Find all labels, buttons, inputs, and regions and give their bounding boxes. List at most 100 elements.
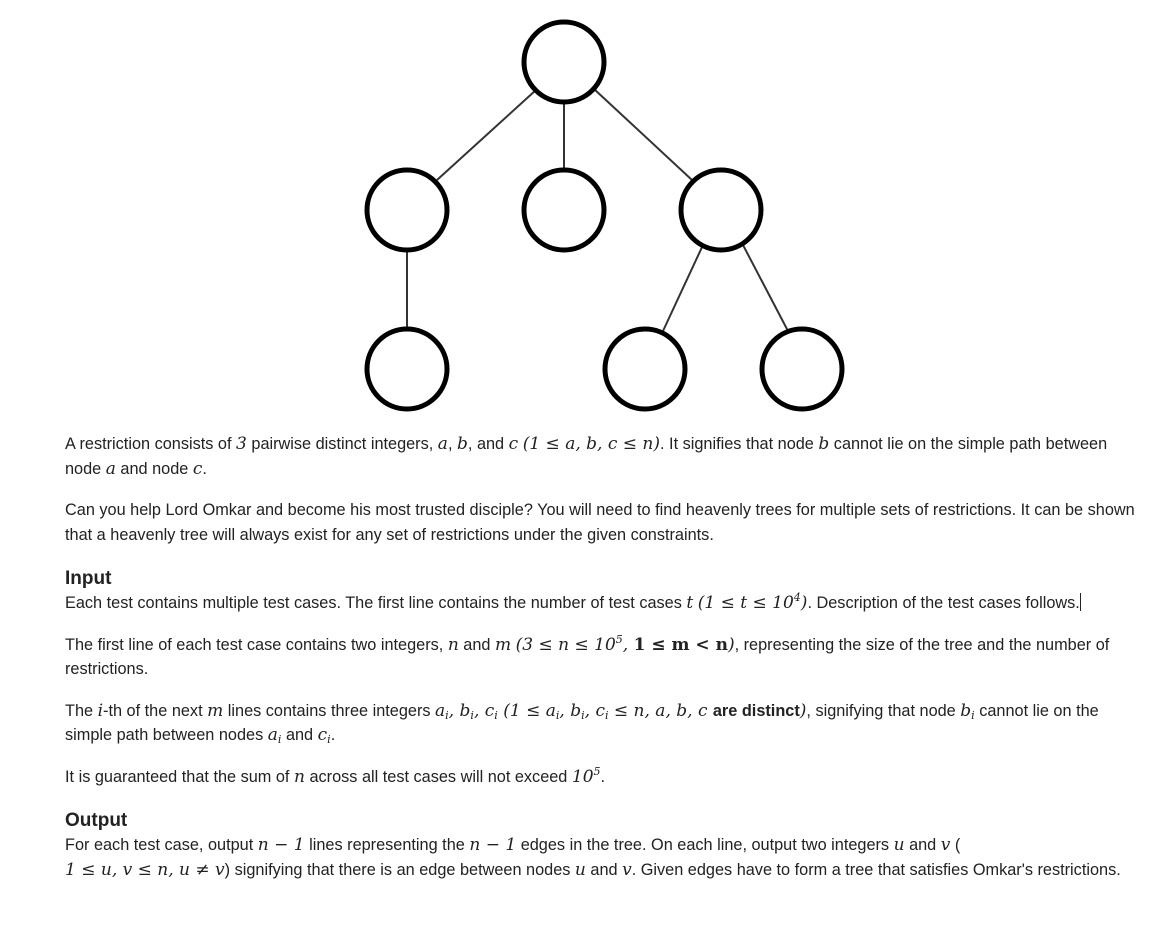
text: pairwise distinct integers, [246,435,438,453]
text-cursor [1079,593,1081,611]
math: n − 1 [469,835,517,855]
text: . Given edges have to form a tree that s… [631,860,1121,879]
text: , and [467,435,509,453]
math: u [893,835,905,855]
math: t [686,593,694,613]
math-bold: 1 ≤ m < n [633,634,728,655]
text: , signifying that node [806,701,961,720]
subscript: i [604,708,609,722]
superscript: 4 [793,591,801,604]
input-paragraph-4: It is guaranteed that the sum of n acros… [65,765,1140,790]
math: (3 ≤ n ≤ 105, [515,632,634,655]
text: cannot lie on the simple path between no… [65,435,1108,478]
math: c [508,434,519,454]
text: cannot lie on the simple path between no… [65,701,1099,745]
math-part: a [545,700,556,721]
subscript: i [555,708,560,722]
tree-node [678,167,764,253]
math-part: ≤ n, a, b, c [608,700,713,721]
subscript: i [494,708,498,722]
math: a [105,458,116,479]
math: m [494,634,512,655]
math: m [207,700,224,721]
help-paragraph: Can you help Lord Omkar and become his m… [65,501,1135,544]
text: . Description of the test cases follows. [807,594,1080,612]
math: ai, bi, ci (1 ≤ ai, bi, ci ≤ n, a, b, c [435,700,713,722]
text: For each test case, output [65,836,258,854]
text: lines representing the [304,836,470,854]
text: The first line of each test case contain… [65,635,448,654]
math-part: (1 ≤ [503,700,546,721]
math-part: , [622,634,634,655]
math: 3 [236,434,247,454]
text: , representing the size of the tree and … [65,635,1110,679]
text: The [65,701,98,720]
tree-edge [593,88,693,181]
text: across all test cases will not exceed [304,767,572,786]
math: n − 1 [257,835,305,855]
text: and node [115,459,193,478]
text: A restriction consists of [65,435,237,453]
tree-node [759,326,845,412]
math-part: a [267,725,278,745]
restriction-paragraph: A restriction consists of 3 pairwise dis… [65,432,1140,481]
tree-node [521,19,607,105]
input-section-title: Input [65,568,112,589]
math-part: c [317,725,328,745]
tree-node [521,167,607,253]
math: (1 ≤ t ≤ 104) [697,591,808,613]
problem-statement: A restriction consists of 3 pairwise dis… [65,432,1140,899]
subscript: i [581,708,585,722]
math: bi [960,701,974,721]
bold-text: are distinct [712,701,800,720]
input-paragraph-2: The first line of each test case contain… [65,633,1140,682]
text: and [585,860,623,879]
math: n [293,766,305,787]
math-part: (1 ≤ t ≤ 10 [697,593,794,613]
tree-node [364,326,450,412]
math: 1 ≤ u, v ≤ n, u ≠ v [65,859,225,880]
math: v [622,859,632,880]
math-part: ) [800,593,808,613]
math-part: b [459,700,471,721]
text: . [202,459,207,478]
text: -th of the next [103,701,208,720]
subscript: i [277,733,282,746]
math: a [437,434,448,454]
text: lines contains three integers [223,701,436,720]
math: ) [727,634,735,655]
subscript: i [445,708,449,722]
math-part: 10 [571,766,594,787]
input-paragraph-1: Each test contains multiple test cases. … [65,591,1140,616]
math: v [940,835,951,855]
superscript: 5 [615,632,623,646]
math-part: b [960,700,972,721]
math: n [447,634,459,655]
text: It is guaranteed that the sum of [65,767,294,786]
tree-diagram [364,19,845,412]
output-paragraph-1: For each test case, output n − 1 lines r… [65,833,1140,882]
tree-edge [662,244,704,332]
math: b [457,434,468,454]
math: ci [318,725,331,745]
math: b [818,434,830,454]
tree-edge [742,244,789,332]
math: u [574,859,586,880]
math: i [97,700,104,721]
tree-node [364,167,450,253]
text: . [600,767,606,786]
math-part: (3 ≤ n ≤ 10 [515,634,616,655]
text: and [281,726,318,744]
subscript: i [327,733,331,746]
text: and [458,635,495,654]
subscript: i [971,708,975,722]
text: and [904,836,941,854]
text: ) signifying that there is an edge betwe… [224,860,575,879]
text: edges in the tree. On each line, output … [516,836,894,854]
text: . [330,726,336,744]
math-part: c [484,700,495,721]
math-part: a [435,700,446,721]
text: . It signifies that node [660,435,819,453]
math-part: c [595,700,605,721]
math: ai [268,725,282,745]
